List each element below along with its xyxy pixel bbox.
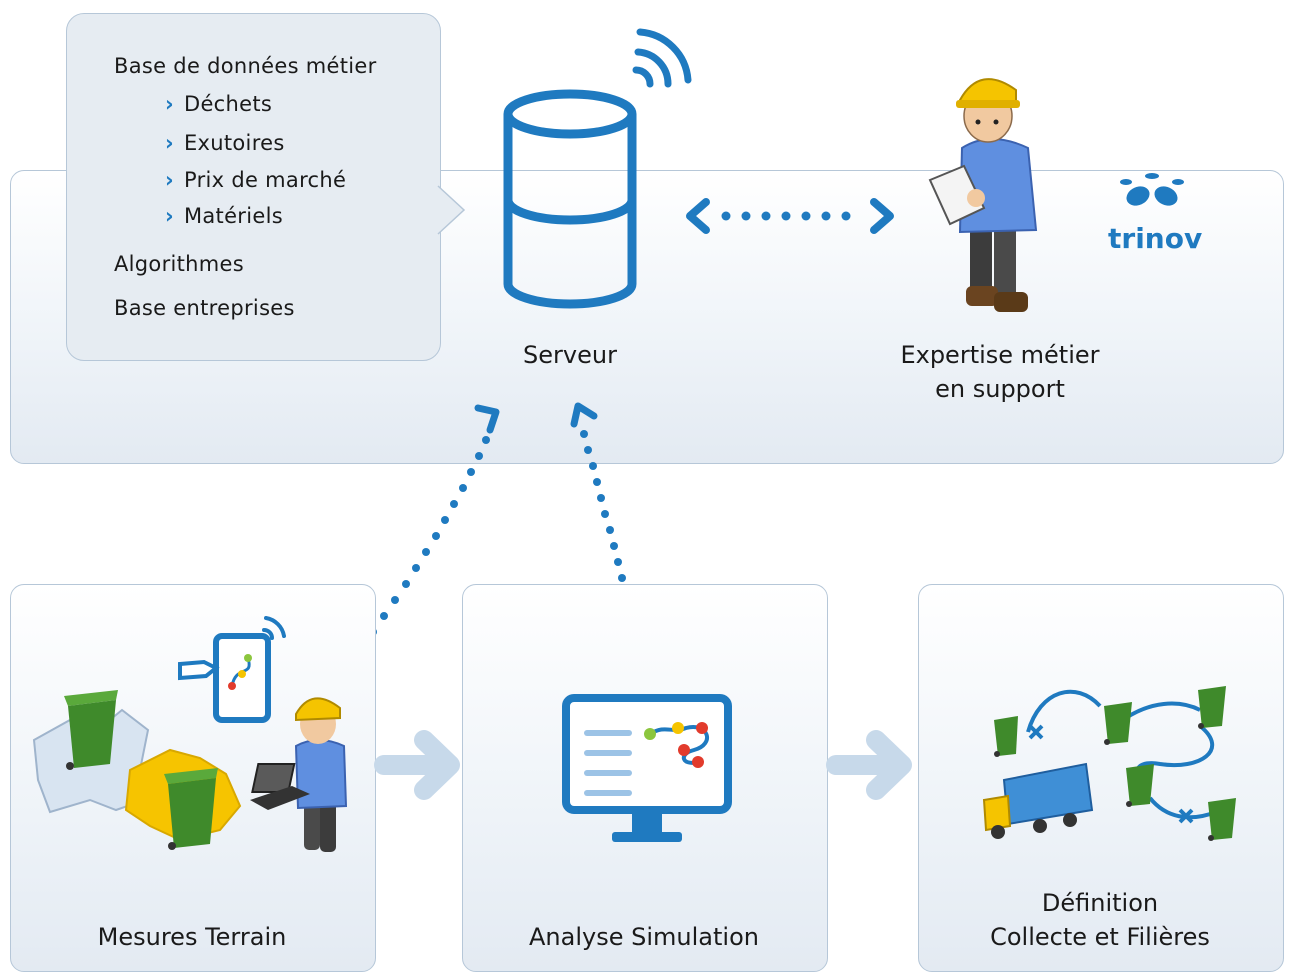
flow-arrow-2: [826, 730, 912, 800]
tablet-icon: [178, 616, 286, 723]
database-icon: [503, 89, 637, 309]
truck-icon: [982, 762, 1094, 839]
definition-label-line2: Collecte et Filières: [990, 923, 1210, 951]
callout-tail: [436, 185, 466, 235]
bin-small-4: [1126, 764, 1154, 807]
worker-icon: [928, 78, 1038, 312]
definition-label-line1: Définition: [1041, 889, 1159, 917]
bin-small-3: [1198, 686, 1226, 729]
callout-entreprises: Base entreprises: [114, 296, 295, 320]
expert-label-line2: en support: [935, 375, 1065, 403]
server-expert-link: [686, 198, 894, 234]
mesures-label: Mesures Terrain: [97, 923, 287, 951]
wifi-icon: [632, 28, 692, 88]
callout-item-exutoires: ›Exutoires: [165, 131, 285, 155]
bin-small-1: [994, 716, 1018, 757]
definition-box: [918, 584, 1284, 972]
server-label: Serveur: [523, 341, 617, 369]
bin-small-5: [1208, 798, 1236, 841]
callout-title: Base de données métier: [114, 54, 377, 78]
bin-icon: [64, 690, 118, 770]
callout-item-prix: ›Prix de marché: [165, 168, 347, 192]
bin-icon-2: [164, 768, 218, 850]
monitor-icon: [562, 694, 732, 842]
trinov-logo: [1120, 173, 1184, 206]
field-worker-icon: [250, 697, 348, 852]
callout-algorithmes: Algorithmes: [114, 252, 245, 276]
expert-label-line1: Expertise métier: [900, 341, 1100, 369]
callout-item-materiels: ›Matériels: [165, 204, 283, 228]
flow-arrow-1: [374, 730, 460, 800]
trinov-logo-text: trinov: [1108, 222, 1203, 255]
bin-small-2: [1104, 702, 1132, 745]
analyse-label: Analyse Simulation: [529, 923, 759, 951]
database-callout: [66, 13, 441, 361]
callout-item-dechets: ›Déchets: [165, 92, 273, 116]
